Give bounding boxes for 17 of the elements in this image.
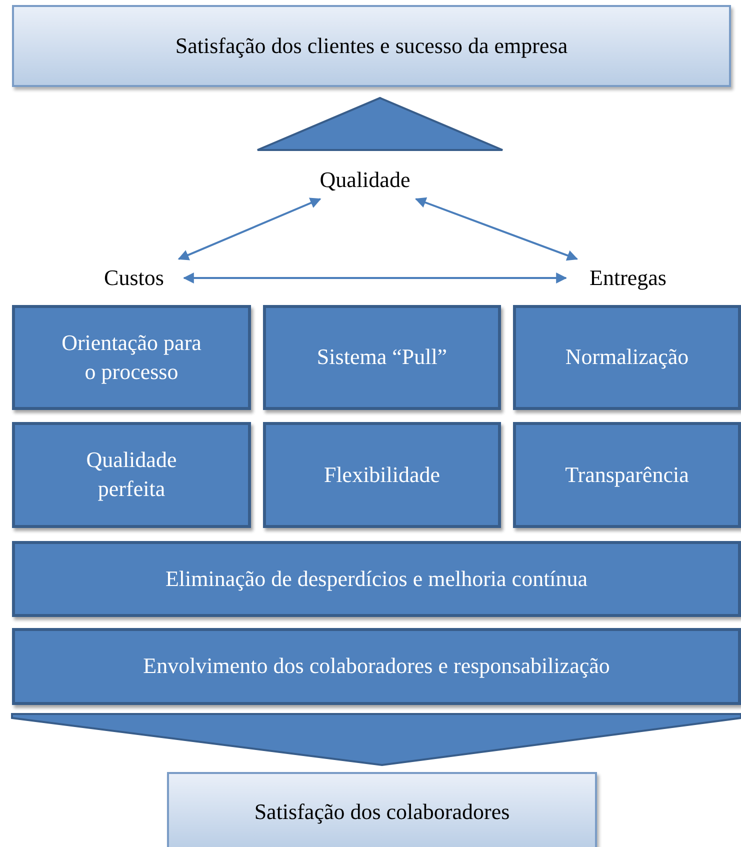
pillar-box: Sistema “Pull”: [263, 305, 501, 410]
chevron-arrow: [11, 713, 741, 766]
pillar-box: Envolvimento dos colaboradores e responsabilização: [12, 628, 741, 705]
double-arrow: [178, 198, 322, 260]
corner-label: Custos: [88, 263, 180, 293]
pillar-box: Transparência: [513, 422, 741, 528]
pillar-box: Qualidade perfeita: [12, 422, 251, 528]
goal-box: Satisfação dos clientes e sucesso da empresa: [12, 5, 731, 87]
double-arrow: [182, 272, 568, 284]
double-arrow: [414, 197, 578, 261]
goal-box: Satisfação dos colaboradores: [167, 772, 597, 847]
pillar-box: Orientação para o processo: [12, 305, 251, 410]
pillar-box: Eliminação de desperdícios e melhoria contínua: [12, 541, 741, 617]
pillar-box: Normalização: [513, 305, 741, 410]
pillar-box: Flexibilidade: [263, 422, 501, 528]
corner-label: Qualidade: [312, 165, 418, 195]
corner-label: Entregas: [570, 263, 686, 293]
